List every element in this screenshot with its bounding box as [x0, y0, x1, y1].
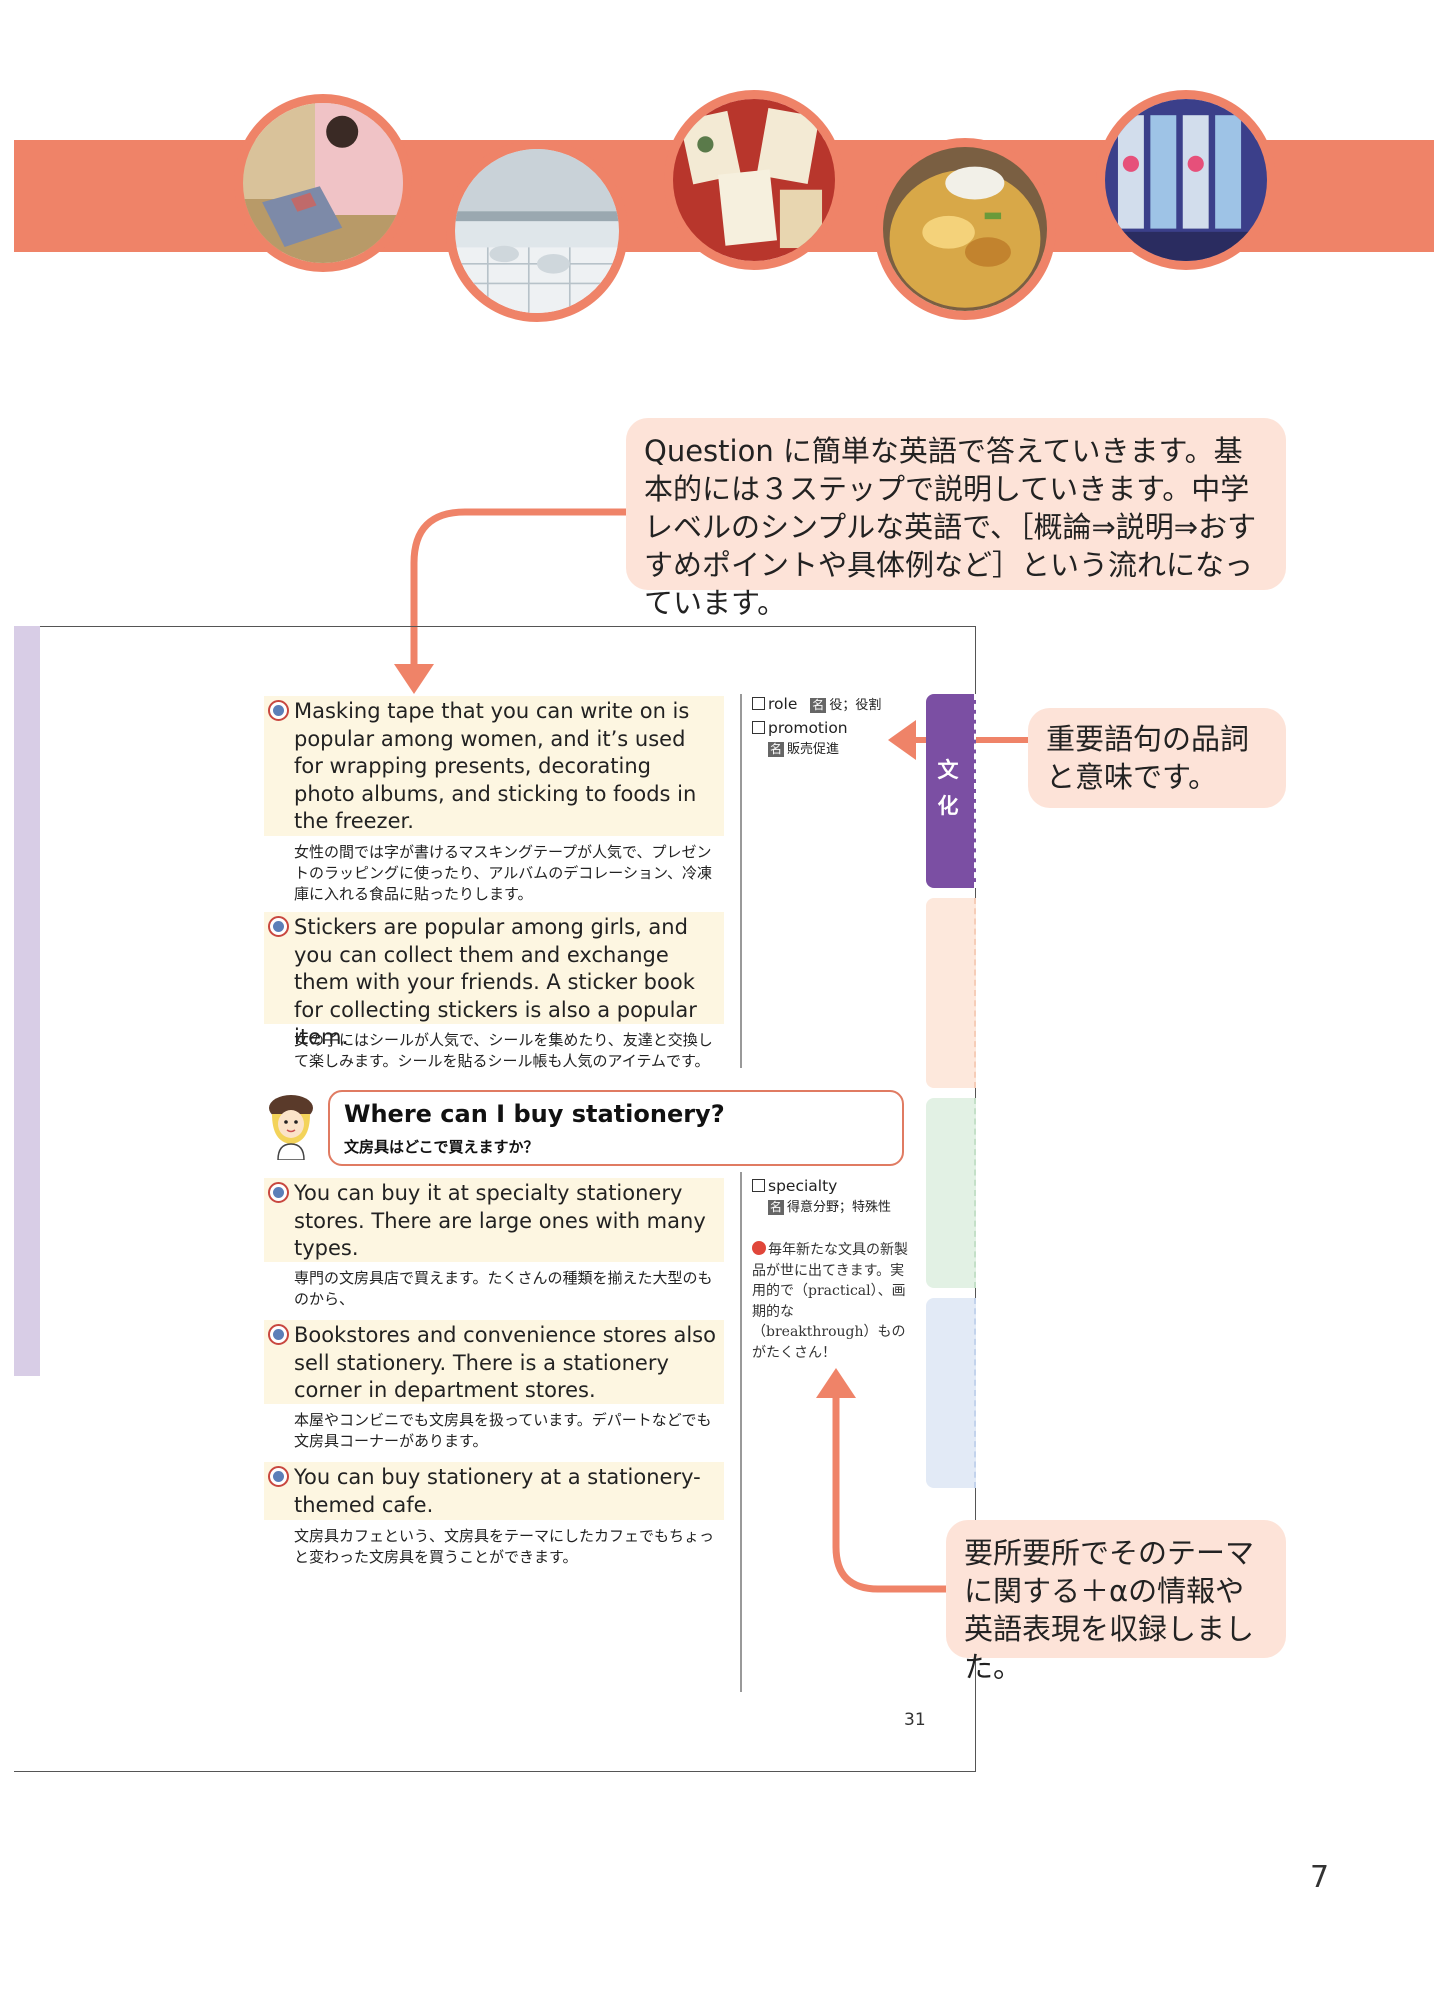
- side-tab-culture[interactable]: 文 化: [926, 694, 976, 888]
- vocab-meaning: 得意分野；特殊性: [787, 1200, 892, 1215]
- vocab-explanation-callout: 重要語句の品詞と意味です。: [1028, 708, 1286, 808]
- question-arrow-head: [394, 664, 434, 694]
- vocab-explanation-text: 重要語句の品詞と意味です。: [1046, 722, 1250, 794]
- answer-box: You can buy it at specialty stationery s…: [264, 1178, 724, 1262]
- inner-page-left-strip: [14, 626, 40, 1376]
- tip-icon: [752, 1241, 766, 1255]
- vocab-list-bottom: specialty 名得意分野；特殊性: [752, 1176, 918, 1218]
- question-ja: 文房具はどこで買えますか？: [344, 1138, 539, 1156]
- answer-en: Masking tape that you can write on is po…: [294, 699, 697, 833]
- speaker-icon: [268, 700, 289, 721]
- tip-explanation-callout: 要所要所でそのテーマに関する＋αの情報や英語表現を収録しました。: [946, 1520, 1286, 1684]
- answer-ja: 本屋やコンビニでも文房具を扱っています。デパートなどでも文房具コーナーがあります…: [294, 1411, 712, 1450]
- pos-tag: 名: [768, 742, 785, 757]
- speaker-icon: [268, 1324, 289, 1345]
- question-arrow-line: [410, 508, 626, 680]
- column-divider-bottom: [740, 1172, 742, 1692]
- tip-explanation-text: 要所要所でそのテーマに関する＋αの情報や英語表現を収録しました。: [964, 1536, 1255, 1684]
- pos-tag: 名: [768, 1200, 785, 1215]
- pos-tag: 名: [810, 698, 827, 713]
- answer-en: You can buy it at specialty stationery s…: [294, 1181, 706, 1260]
- answer-box: You can buy stationery at a stationery-t…: [264, 1462, 724, 1520]
- pachinko-parlor-photo: [1096, 90, 1276, 270]
- speaker-icon: [268, 1182, 289, 1203]
- public-bath-photo: [446, 140, 628, 322]
- answer-ja: 女の子にはシールが人気で、シールを集めたり、友達と交換して楽しみます。シールを貼…: [294, 1031, 713, 1070]
- question-explanation-callout: Question に簡単な英語で答えていきます。基本的には３ステップで説明してい…: [626, 418, 1286, 620]
- checkbox-icon: [752, 1179, 765, 1192]
- vocab-list-top: role 名役；役割 promotion 名販売促進: [752, 694, 918, 760]
- tip-text: 毎年新たな文具の新製品が世に出てきます。実用的で（practical）、画期的な…: [752, 1242, 908, 1361]
- tip-arrow-head: [816, 1368, 856, 1398]
- side-tab-4[interactable]: [926, 1298, 976, 1488]
- answer-en: Bookstores and convenience stores also s…: [294, 1323, 716, 1402]
- answer-box: Stickers are popular among girls, and yo…: [264, 912, 724, 1049]
- vocab-meaning: 販売促進: [787, 742, 840, 757]
- answer-ja: 文房具カフェという、文房具をテーマにしたカフェでもちょっと変わった文房具を買うこ…: [294, 1527, 715, 1566]
- answer-box: Masking tape that you can write on is po…: [264, 696, 724, 836]
- side-tab-culture-label-2: 化: [937, 794, 959, 818]
- checkbox-icon: [752, 697, 765, 710]
- side-tab-3[interactable]: [926, 1098, 976, 1288]
- vocab-word: role: [768, 695, 798, 713]
- side-tab-culture-label-1: 文: [937, 758, 959, 782]
- vocab-item: promotion 名販売促進: [752, 718, 918, 760]
- vocab-item: role 名役；役割: [752, 694, 918, 716]
- katsudon-bowl-photo: [874, 138, 1056, 320]
- speaker-icon: [268, 1466, 289, 1487]
- answer-en: Stickers are popular among girls, and yo…: [294, 915, 697, 1049]
- question-explanation-text: Question に簡単な英語で答えていきます。基本的には３ステップで説明してい…: [644, 434, 1257, 620]
- character-illustration: [269, 1095, 313, 1160]
- answer-ja: 専門の文房具店で買えます。たくさんの種類を揃えた大型のものから、: [294, 1269, 713, 1308]
- speaker-icon: [268, 916, 289, 937]
- question-bubble: Where can I buy stationery? 文房具はどこで買えますか…: [328, 1090, 904, 1166]
- vocab-word: specialty: [768, 1177, 838, 1195]
- vocab-arrow-head: [888, 720, 916, 760]
- question-en: Where can I buy stationery?: [344, 1100, 725, 1128]
- checkbox-icon: [752, 721, 765, 734]
- tip-arrow-line: [832, 1392, 946, 1593]
- answer-box: Bookstores and convenience stores also s…: [264, 1320, 724, 1404]
- vocab-item: specialty 名得意分野；特殊性: [752, 1176, 918, 1218]
- side-tab-2[interactable]: [926, 898, 976, 1088]
- karuta-cards-photo: [664, 90, 844, 270]
- vocab-meaning: 役；役割: [829, 698, 882, 713]
- furoshiki-photo: [234, 94, 412, 272]
- answer-en: You can buy stationery at a stationery-t…: [294, 1465, 701, 1517]
- answer-ja: 女性の間では字が書けるマスキングテープが人気で、プレゼントのラッピングに使ったり…: [294, 843, 713, 903]
- page-number: 7: [1310, 1860, 1330, 1895]
- tip-note: 毎年新たな文具の新製品が世に出てきます。実用的で（practical）、画期的な…: [752, 1240, 912, 1363]
- inner-page-number: 31: [904, 1710, 926, 1730]
- vocab-word: promotion: [768, 719, 848, 737]
- column-divider-top: [740, 694, 742, 1068]
